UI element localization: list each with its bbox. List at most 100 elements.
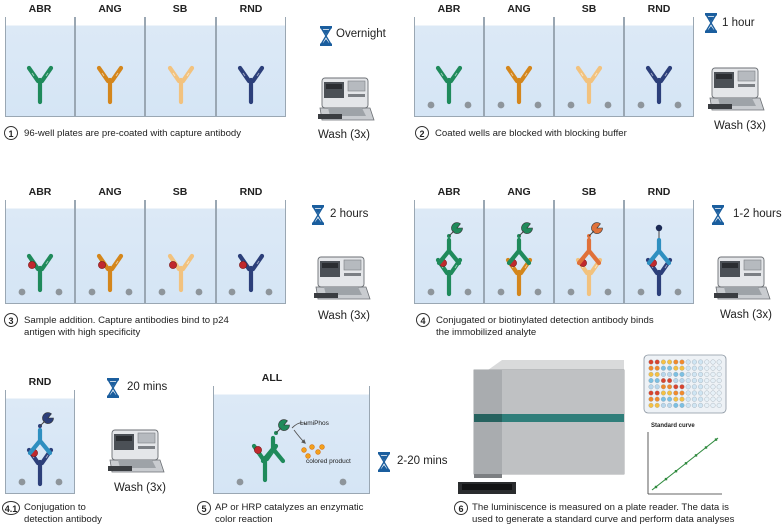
step-number: 4.1 (2, 501, 20, 515)
incubation-time: 2 hours (330, 208, 369, 220)
well-label-abr: ABR (28, 3, 52, 15)
substrate-label: LumiPhos (300, 420, 329, 427)
blocking-buffer (427, 288, 682, 296)
well-label-sb: SB (172, 3, 188, 15)
capture-antibody-abr (26, 65, 54, 105)
enzyme-conjugate-icon (517, 222, 533, 238)
blocking-buffer (427, 101, 682, 109)
incubation-time: 1 hour (722, 17, 755, 29)
plate-washer-icon (708, 67, 765, 111)
wash-label: Wash (3x) (720, 309, 772, 321)
capture-antibody-rnd (237, 65, 265, 105)
p24-antigen (30, 449, 38, 457)
detection-antibody-abr (436, 237, 462, 266)
standard-curve-chart (647, 432, 722, 495)
capture-antibody-rnd (26, 447, 54, 487)
plate-reader-icon (458, 360, 625, 494)
hourglass-icon (378, 452, 390, 472)
capture-antibody-rnd (645, 257, 673, 297)
capture-antibody-sb (167, 65, 195, 105)
p24-antigen (649, 259, 657, 267)
incubation-time: 2-20 mins (397, 455, 448, 467)
step-description: 96-well plates are pre-coated with captu… (24, 128, 242, 139)
step-description-line-1: Conjugation to (24, 502, 86, 513)
step-description-line-1: AP or HRP catalyzes an enzymatic (215, 502, 364, 513)
step-number: 4 (416, 313, 430, 327)
well-label-abr: ABR (437, 3, 461, 15)
capture-antibody-sb (167, 253, 195, 293)
well-label-rnd: RND (239, 3, 263, 15)
capture-antibody-rnd (645, 65, 673, 105)
step-number: 2 (415, 126, 429, 140)
standard-curve-title: Standard curve (651, 423, 695, 429)
wash-label: Wash (3x) (318, 129, 370, 141)
biotin-icon (655, 224, 663, 238)
plate-washer-icon (108, 429, 165, 473)
capture-antibody-abr (26, 253, 54, 293)
detection-antibody-rnd (27, 427, 53, 456)
enzymatic-reaction-arrow (291, 422, 325, 459)
step-description-line-2: detection antibody (24, 514, 102, 525)
enzyme-conjugate-icon (447, 222, 463, 238)
plate-washer-icon (714, 256, 771, 300)
p24-antigen (169, 261, 177, 269)
detection-antibody-abr (260, 435, 286, 464)
capture-antibody-ang (96, 253, 124, 293)
capture-antibody-ang (505, 257, 533, 297)
blocking-buffer (18, 478, 63, 486)
enzyme-conjugate-icon (38, 412, 54, 428)
step-description-line-2: used to generate a standard curve and pe… (472, 514, 735, 525)
capture-antibody-rnd (237, 253, 265, 293)
well-label-sb: SB (581, 186, 597, 198)
hourglass-icon (705, 13, 717, 33)
well-label-ang: ANG (507, 3, 531, 15)
p24-antigen (28, 261, 36, 269)
well-label-abr: ABR (437, 186, 461, 198)
capture-antibody-abr (435, 65, 463, 105)
step-number: 1 (4, 126, 18, 140)
well-label-rnd: RND (647, 186, 671, 198)
wash-label: Wash (3x) (318, 310, 370, 322)
incubation-time: 1-2 hours (733, 208, 782, 220)
step-number: 6 (454, 501, 468, 515)
blocking-buffer (18, 288, 273, 296)
well-label-rnd: RND (647, 3, 671, 15)
step-description-line-1: Conjugated or biotinylated detection ant… (436, 315, 654, 326)
well-label-ang: ANG (507, 186, 531, 198)
step-description-line-2: color reaction (215, 514, 273, 525)
hourglass-icon (107, 378, 119, 398)
wash-label: Wash (3x) (714, 120, 766, 132)
capture-antibody-abr (435, 257, 463, 297)
incubation-time: 20 mins (127, 381, 168, 393)
well-label-sb: SB (172, 186, 188, 198)
capture-antibody-ang (96, 65, 124, 105)
step-number: 5 (197, 501, 211, 515)
capture-antibody-ang (505, 65, 533, 105)
blocking-buffer (236, 478, 347, 486)
hourglass-icon (312, 205, 324, 225)
well-label-rnd: RND (28, 376, 52, 388)
enzyme-conjugate-icon (587, 222, 603, 238)
wash-label: Wash (3x) (114, 482, 166, 494)
p24-antigen (98, 261, 106, 269)
p24-antigen (509, 259, 517, 267)
plate-washer-icon (318, 77, 375, 121)
well-label-ang: ANG (98, 3, 122, 15)
p24-antigen (579, 259, 587, 267)
detection-antibody-sb (576, 237, 602, 266)
well-label-rnd: RND (239, 186, 263, 198)
hourglass-icon (712, 205, 724, 225)
step-description-line-1: The luminiscence is measured on a plate … (472, 502, 729, 513)
product-label: colored product (306, 458, 351, 465)
p24-antigen (439, 259, 447, 267)
step-description-line-2: antigen with high specificity (24, 327, 141, 338)
well-label-sb: SB (581, 3, 597, 15)
step-description: Coated wells are blocked with blocking b… (435, 128, 627, 139)
well-label-all: ALL (261, 372, 283, 384)
well (213, 386, 370, 494)
well-label-abr: ABR (28, 186, 52, 198)
p24-antigen (254, 446, 262, 454)
well-label-ang: ANG (98, 186, 122, 198)
detection-antibody-ang (506, 237, 532, 266)
p24-antigen (239, 261, 247, 269)
